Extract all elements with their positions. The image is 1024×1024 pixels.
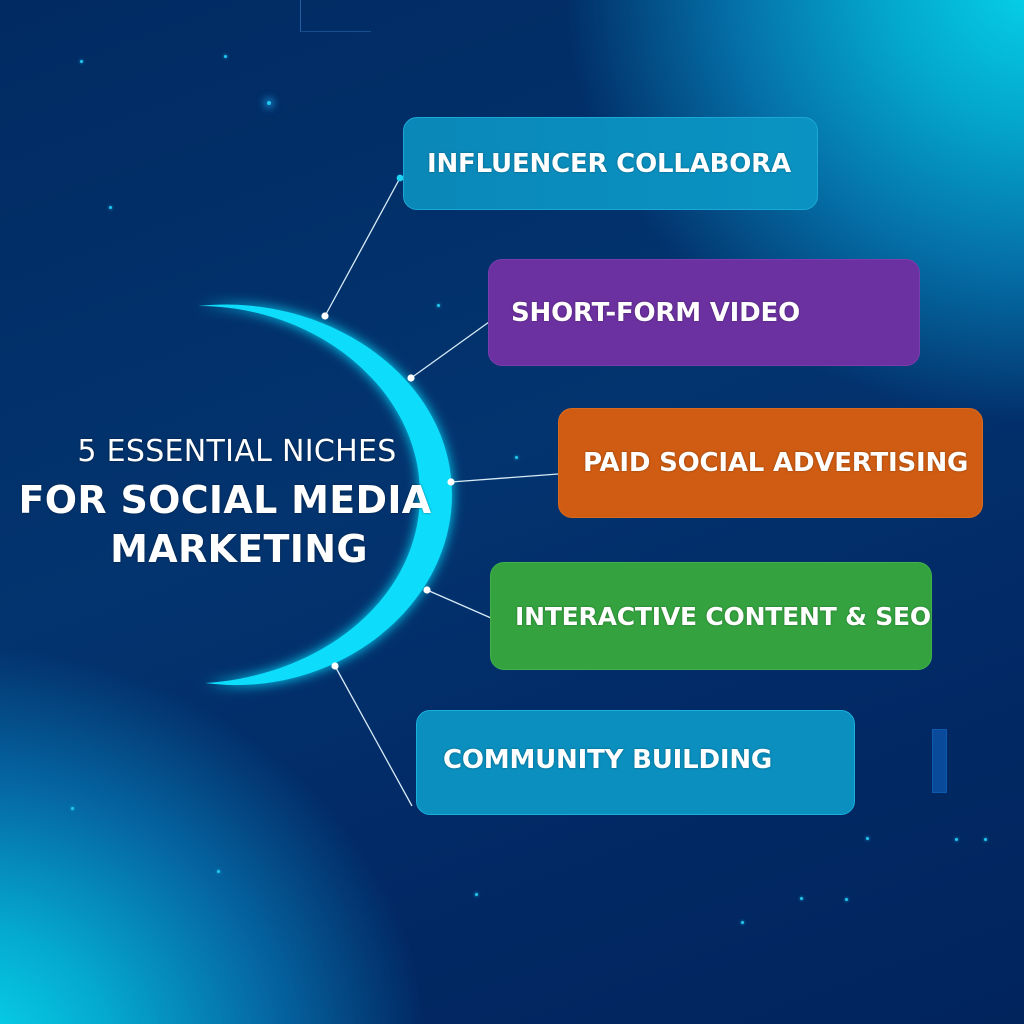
- title-line-1: 5 ESSENTIAL NICHES: [77, 434, 397, 469]
- niche-label: COMMUNITY BUILDING: [443, 744, 773, 775]
- star-icon: [741, 921, 744, 924]
- connector-lines: [324, 177, 559, 807]
- connector-dots: [321, 174, 455, 670]
- star-icon: [515, 456, 518, 459]
- star-icon: [80, 60, 83, 63]
- star-icon: [437, 304, 440, 307]
- niche-box-interactive-content[interactable]: INTERACTIVE CONTENT & SEO: [490, 562, 932, 670]
- star-icon: [267, 101, 271, 105]
- star-icon: [475, 893, 478, 896]
- title-line-3: MARKETING: [110, 527, 368, 571]
- star-icon: [217, 870, 220, 873]
- niche-label: SHORT-FORM VIDEO: [511, 297, 800, 328]
- star-icon: [866, 837, 869, 840]
- niche-box-paid-social[interactable]: PAID SOCIAL ADVERTISING: [558, 408, 983, 518]
- decorative-bar: [932, 729, 947, 793]
- niche-box-community-building[interactable]: COMMUNITY BUILDING: [416, 710, 855, 815]
- star-icon: [800, 897, 803, 900]
- niche-box-influencer[interactable]: INFLUENCER COLLABORA: [403, 117, 818, 210]
- star-icon: [984, 838, 987, 841]
- title-line-2: FOR SOCIAL MEDIA: [18, 478, 432, 522]
- niche-box-short-form-video[interactable]: SHORT-FORM VIDEO: [488, 259, 920, 366]
- star-icon: [955, 838, 958, 841]
- star-icon: [845, 898, 848, 901]
- decorative-frame: [300, 0, 371, 32]
- star-icon: [224, 55, 227, 58]
- niche-label: INFLUENCER COLLABORA: [427, 148, 791, 179]
- niche-label: PAID SOCIAL ADVERTISING: [583, 448, 969, 478]
- star-icon: [71, 807, 74, 810]
- niche-label: INTERACTIVE CONTENT & SEO: [515, 601, 931, 631]
- star-icon: [109, 206, 112, 209]
